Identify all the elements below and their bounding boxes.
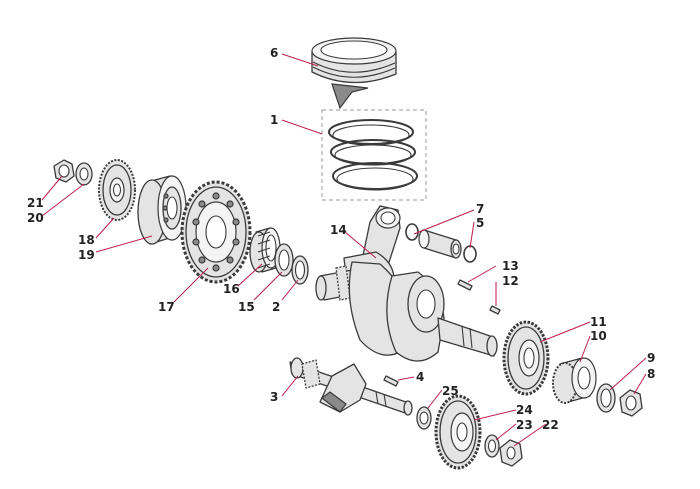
callout-23: 23 (516, 418, 533, 432)
callout-1: 1 (270, 113, 278, 127)
callout-20: 20 (27, 211, 44, 225)
callout-4: 4 (416, 370, 424, 384)
nut-left (53, 159, 75, 183)
callout-11: 11 (590, 315, 607, 329)
wrist-pin (418, 229, 462, 259)
callout-16: 16 (223, 282, 240, 296)
thrust-washer (274, 243, 294, 277)
needle-bearing (249, 227, 281, 273)
callout-19: 19 (78, 248, 95, 262)
balancer-gear (434, 394, 482, 470)
callout-3: 3 (270, 390, 278, 404)
crank-gear (502, 320, 550, 396)
callout-21: 21 (27, 196, 44, 210)
callout-8: 8 (647, 367, 655, 381)
washer-25 (416, 406, 432, 430)
callout-15: 15 (238, 300, 255, 314)
piston-clip-left (405, 223, 419, 241)
small-gear (98, 159, 136, 221)
washer-23 (484, 434, 500, 458)
callout-10: 10 (590, 329, 607, 343)
callout-7: 7 (476, 202, 484, 216)
leader-lines (41, 53, 647, 447)
callout-17: 17 (158, 300, 175, 314)
piston-rings (321, 109, 427, 201)
key-12 (489, 305, 501, 315)
callout-24: 24 (516, 403, 533, 417)
nut-22 (499, 439, 523, 467)
crankshaft (315, 261, 498, 362)
callout-9: 9 (647, 351, 655, 365)
callout-14: 14 (330, 223, 347, 237)
gear-hub (552, 357, 597, 404)
callout-labels: 1 2 3 4 5 6 7 8 9 10 11 12 13 14 15 16 1… (27, 46, 655, 432)
callout-13: 13 (502, 259, 519, 273)
key-13 (457, 279, 473, 291)
callout-6: 6 (270, 46, 278, 60)
balance-shaft (289, 357, 413, 416)
callout-2: 2 (272, 300, 280, 314)
callout-5: 5 (476, 216, 484, 230)
washer-right (596, 383, 616, 413)
piston-clip-right (463, 245, 477, 263)
callout-12: 12 (502, 274, 519, 288)
callout-22: 22 (542, 418, 559, 432)
washer-left (75, 162, 93, 186)
large-gear (180, 180, 252, 284)
piston (311, 37, 397, 110)
nut-right (619, 389, 643, 417)
pin-4 (383, 375, 399, 387)
starter-clutch (137, 175, 187, 245)
callout-18: 18 (78, 233, 95, 247)
spacer-washer (291, 255, 309, 285)
callout-25: 25 (442, 384, 459, 398)
